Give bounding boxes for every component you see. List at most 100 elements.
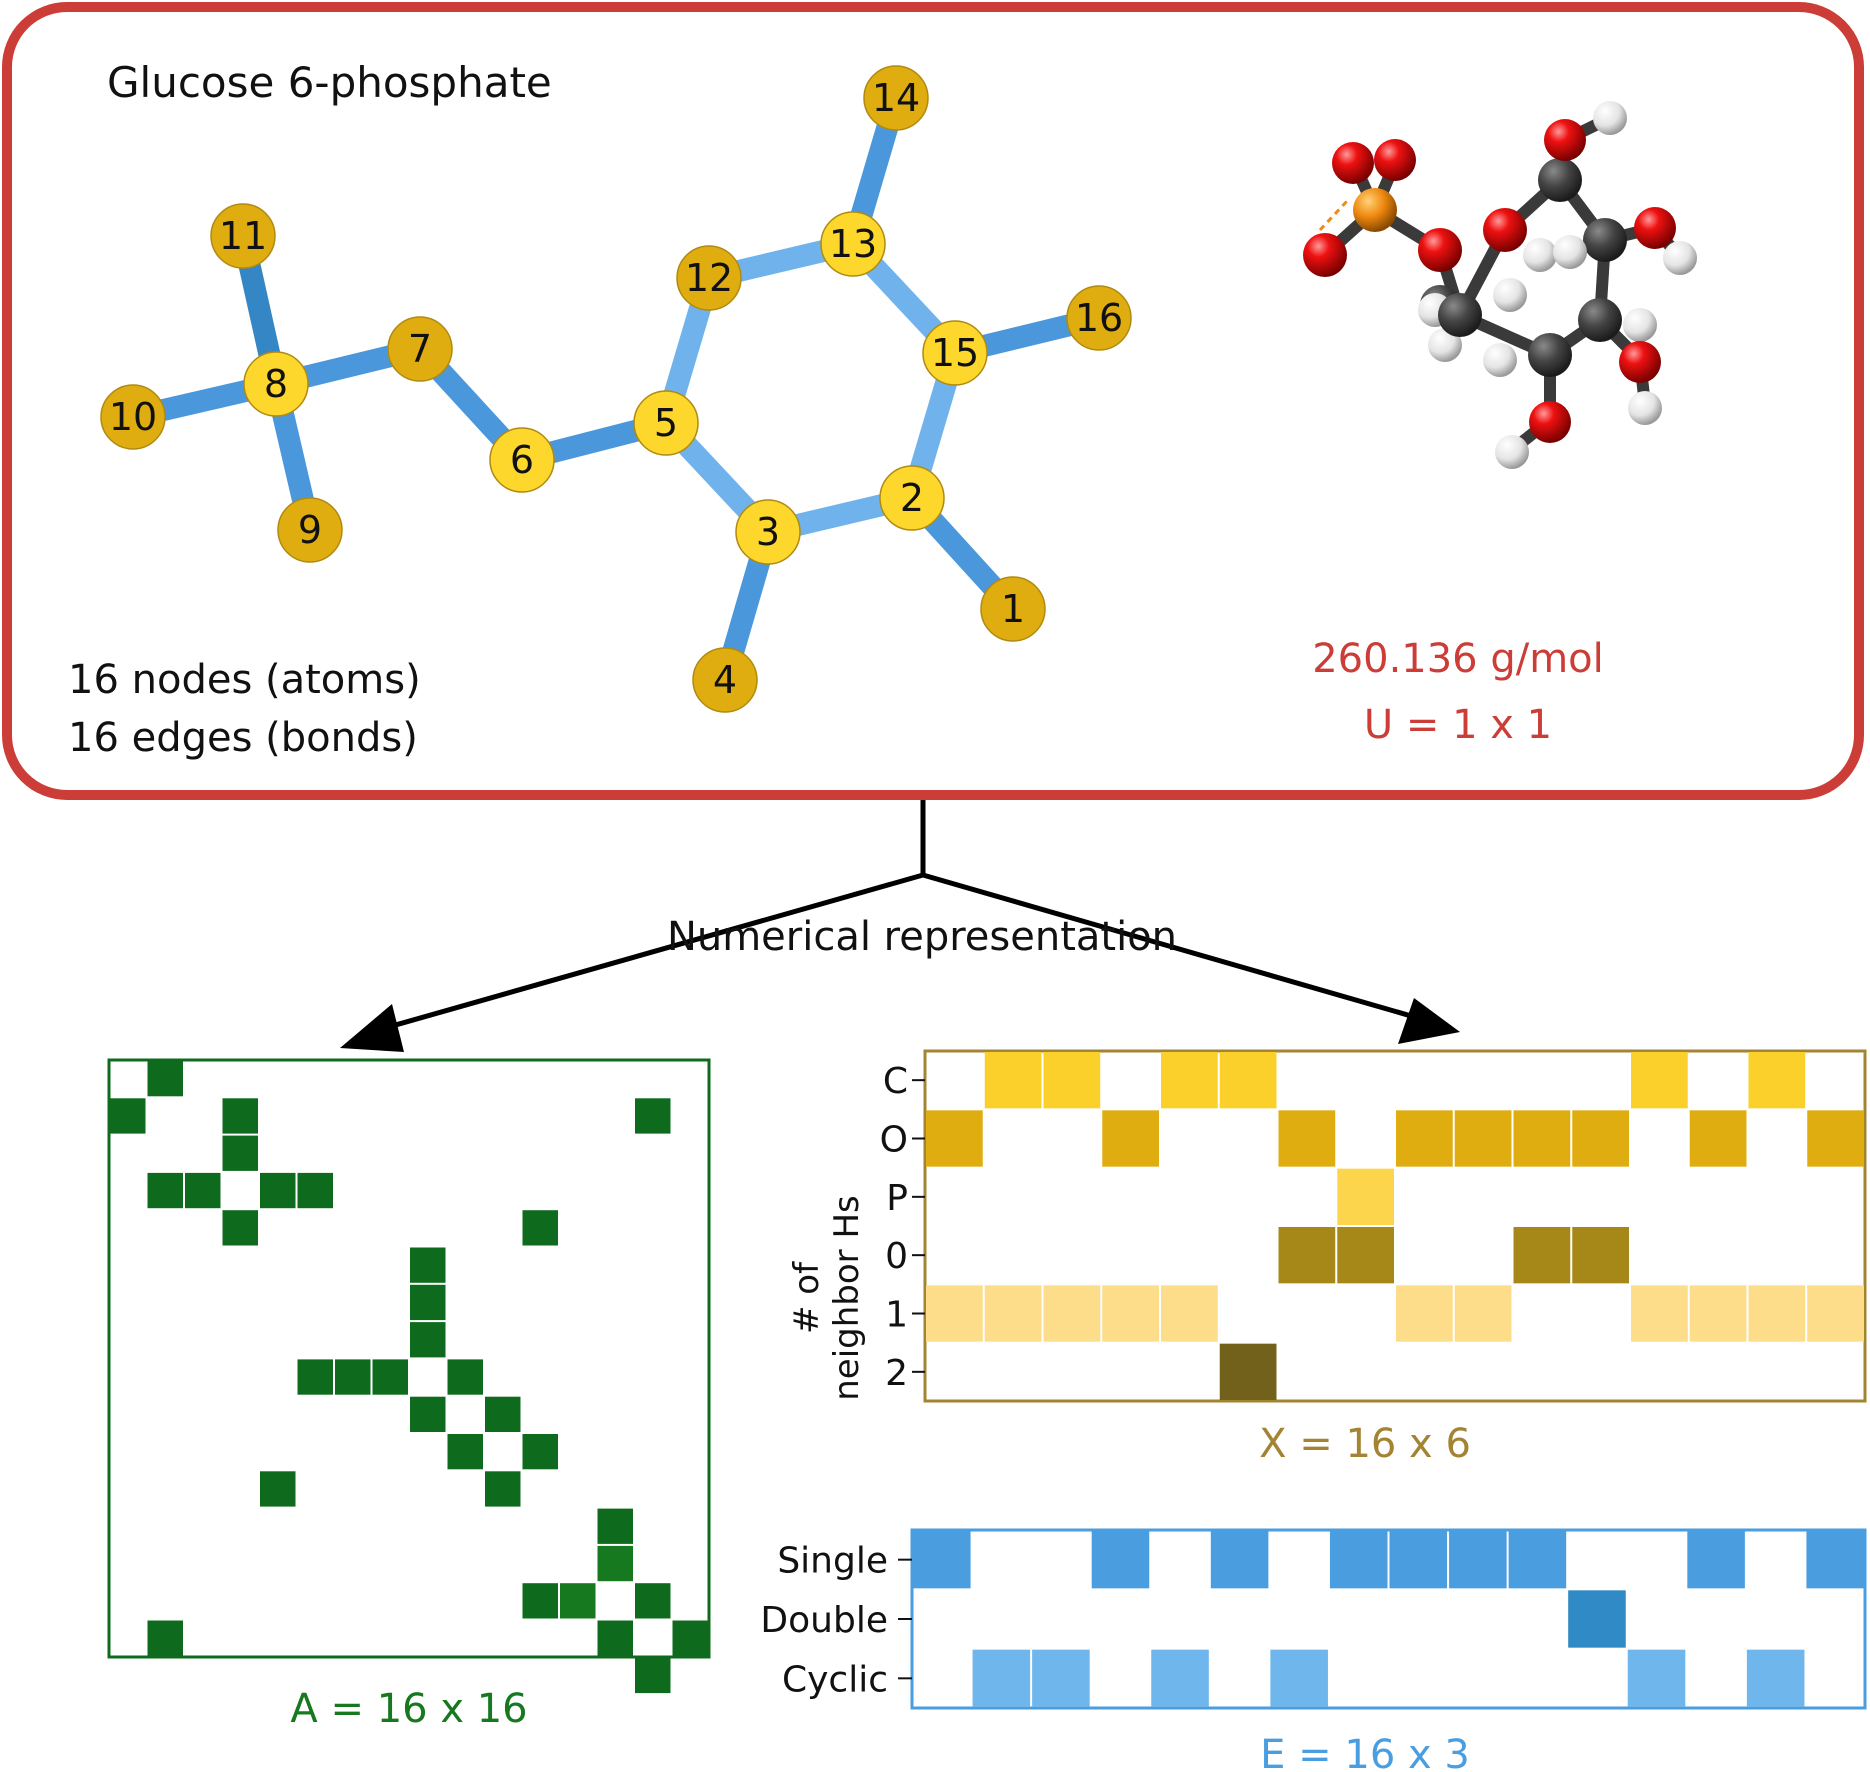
adjacency-cell	[147, 1061, 183, 1097]
atom-label: 16	[1075, 296, 1123, 340]
adjacency-cell	[110, 1098, 146, 1134]
feature-row-label: 2	[885, 1353, 908, 1394]
feature-row-label: O	[880, 1120, 908, 1161]
edge-feature-cells	[913, 1531, 1864, 1707]
adjacency-cell	[635, 1583, 671, 1619]
adjacency-cell	[297, 1359, 333, 1395]
edge-feature-cell	[1329, 1531, 1388, 1589]
adjacency-cell	[447, 1434, 483, 1470]
edge-matrix-label: E = 16 x 3	[1260, 1732, 1470, 1772]
atom-label: 6	[510, 438, 534, 482]
feature-cell	[926, 1110, 983, 1167]
atom-node-10: 10	[100, 384, 166, 450]
atom-node-7: 7	[387, 316, 453, 382]
adjacency-cell	[635, 1657, 671, 1694]
feature-cell	[1102, 1285, 1159, 1342]
atom-label: 11	[219, 214, 267, 258]
adjacency-cell	[297, 1172, 333, 1209]
edge-feature-cell	[1627, 1649, 1686, 1707]
feature-cell	[1161, 1285, 1218, 1342]
atom-label: 1	[1001, 587, 1025, 631]
feature-cell	[1396, 1285, 1453, 1342]
atom-label: 12	[685, 256, 733, 300]
adjacency-cell	[560, 1583, 596, 1619]
adjacency-cell	[410, 1284, 446, 1321]
adjacency-cell	[222, 1135, 258, 1171]
adjacency-cell	[597, 1508, 633, 1544]
edge-feature-cell	[1091, 1531, 1150, 1589]
feature-row-label: 1	[885, 1295, 908, 1336]
edges-count: 16 edges (bonds)	[68, 715, 418, 761]
feature-cell	[1513, 1110, 1571, 1167]
arrow-head-right	[1398, 998, 1460, 1044]
edge-feature-cell	[1508, 1531, 1567, 1589]
edge-row-label: Double	[760, 1600, 888, 1641]
feature-cell	[1219, 1052, 1277, 1109]
atom-node-8: 8	[243, 351, 309, 417]
atom-node-3: 3	[735, 499, 801, 565]
edge-feature-cell	[913, 1531, 971, 1589]
feature-cell	[1337, 1227, 1394, 1284]
u-dimension: U = 1 x 1	[1364, 702, 1552, 748]
molecule-name: Glucose 6-phosphate	[107, 58, 552, 107]
atom-node-5: 5	[633, 390, 699, 456]
atom-node-1: 1	[980, 576, 1046, 642]
adjacency-cell	[522, 1583, 558, 1619]
adjacency-cell	[410, 1322, 446, 1358]
atom-label: 9	[298, 508, 322, 552]
feature-cell	[1454, 1285, 1512, 1342]
feature-cell	[1454, 1110, 1512, 1167]
adjacency-cell	[260, 1471, 296, 1507]
atom-label: 4	[713, 658, 737, 702]
feature-cell	[984, 1052, 1042, 1109]
edge-feature-cell	[1568, 1590, 1626, 1648]
edge-feature-cell	[1806, 1531, 1864, 1589]
feature-row-label: P	[886, 1178, 908, 1219]
edge-feature-cell	[1270, 1649, 1328, 1707]
feature-row-label: C	[883, 1061, 908, 1102]
adjacency-cell	[522, 1434, 558, 1470]
edge-feature-cell	[1389, 1531, 1448, 1589]
edge-row-label: Cyclic	[782, 1659, 888, 1700]
feature-cell	[1807, 1285, 1864, 1342]
feature-cell	[1219, 1343, 1277, 1400]
atom-node-2: 2	[879, 465, 945, 531]
adjacency-cell	[635, 1098, 671, 1134]
feature-cell	[1043, 1285, 1101, 1342]
adjacency-label: A = 16 x 16	[290, 1686, 527, 1732]
feature-cell	[1748, 1285, 1806, 1342]
adjacency-cell	[185, 1172, 221, 1209]
feature-cell	[1396, 1110, 1453, 1167]
adjacency-cell	[672, 1620, 708, 1656]
adjacency-cell	[485, 1396, 521, 1432]
atom-label: 13	[829, 222, 877, 266]
adjacency-cell	[485, 1471, 521, 1507]
split-arrows	[377, 800, 1426, 1033]
feature-row-label: 0	[885, 1236, 908, 1277]
adjacency-cell	[260, 1172, 296, 1209]
atom-label: 15	[931, 331, 979, 375]
adjacency-cell	[522, 1210, 558, 1246]
feature-cell	[1807, 1110, 1864, 1167]
adjacency-cell	[222, 1098, 258, 1134]
feature-cell	[1161, 1052, 1218, 1109]
adjacency-cell	[447, 1359, 483, 1395]
adjacency-cell	[147, 1172, 183, 1209]
edge-row-label: Single	[777, 1541, 888, 1582]
atom-node-6: 6	[489, 427, 555, 493]
atom-label: 14	[872, 76, 920, 120]
atom-label: 7	[408, 327, 432, 371]
edge-feature-cell	[1687, 1531, 1745, 1589]
edge-feature-cell	[972, 1649, 1031, 1707]
adjacency-cell	[597, 1545, 633, 1582]
adjacency-cell	[147, 1620, 183, 1656]
feature-cell	[1278, 1110, 1336, 1167]
adjacency-cell	[335, 1359, 371, 1395]
edge-feature-cell	[1151, 1649, 1209, 1707]
adjacency-cells	[110, 1061, 708, 1694]
molecular-mass: 260.136 g/mol	[1312, 636, 1604, 682]
adjacency-cell	[410, 1396, 446, 1432]
